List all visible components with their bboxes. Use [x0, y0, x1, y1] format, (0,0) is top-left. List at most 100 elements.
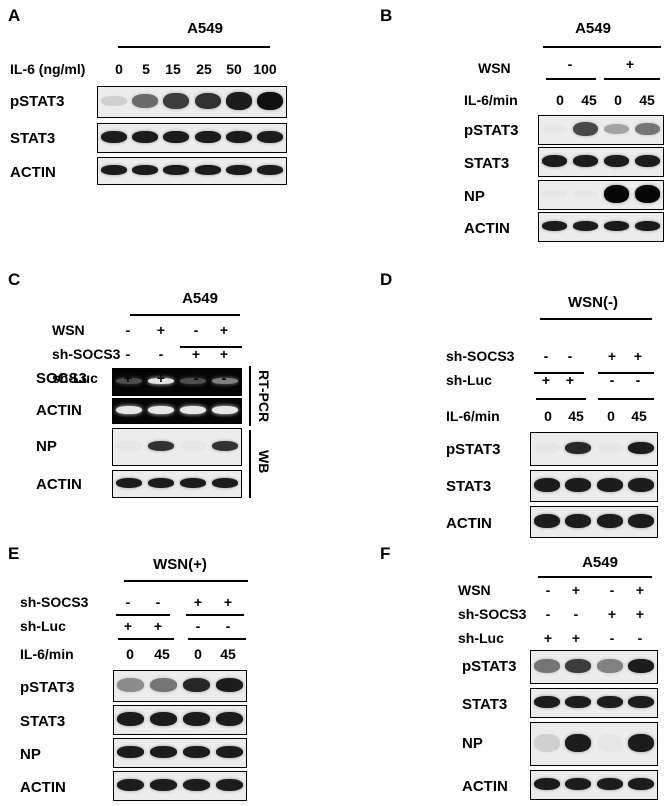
blotE1-band-2 [149, 678, 178, 692]
panel-label-b: B [380, 6, 393, 25]
panel-c-blot-actin [112, 470, 242, 498]
blotB1-band-3 [603, 123, 630, 135]
blotB2-band-3 [603, 155, 630, 167]
blotB1-band-2 [572, 121, 599, 137]
panel-c-wb-label: WB [256, 450, 272, 474]
panel-d-time-1: 0 [544, 408, 552, 424]
panel-a-cell-line-bar [118, 46, 270, 48]
blotE4-band-1 [116, 779, 145, 791]
panel-a-blot-stat3 [97, 123, 287, 153]
blotD3-band-3 [596, 514, 623, 528]
panel-e-sign-2-1: + [123, 618, 133, 634]
panel-c-shsocs3-bar [180, 346, 242, 348]
blotC1-band-4 [211, 378, 239, 384]
panel-c-blot-np [112, 428, 242, 466]
blotD3-band-1 [533, 514, 560, 528]
panel-c-sign-1-1: - [125, 322, 131, 338]
conc-0: 0 [115, 61, 123, 77]
blotF4-band-4 [628, 778, 655, 790]
panel-b-row-pstat3: pSTAT3 [464, 122, 519, 139]
panel-c-row-socs3: SOCS3 [36, 370, 87, 387]
panel-c-rtpcr-bracket [249, 366, 251, 426]
blotA3-band-3 [163, 165, 190, 175]
panel-b-time-label: IL-6/min [464, 92, 518, 108]
conc-25: 25 [196, 61, 212, 77]
panel-c-cell-line: A549 [182, 290, 218, 307]
panel-c-sign-3-3: - [193, 370, 199, 386]
panel-d-row-stat3: STAT3 [446, 478, 492, 495]
panel-c-sign-1-2: + [156, 322, 166, 338]
panel-e-sign-2-4: - [225, 618, 231, 634]
panel-c-rtpcr-label: RT-PCR [256, 370, 272, 423]
panel-f-sign-3-2: + [571, 630, 581, 646]
panel-d-sign-1-1: - [543, 348, 549, 364]
panel-f-row-label-3: sh-Luc [458, 630, 504, 646]
panel-e-row-label-1: sh-SOCS3 [20, 594, 89, 610]
panel-e-shsocs3-bar [116, 614, 170, 616]
panel-e-blot-stat3 [113, 705, 247, 735]
panel-c-row-label-3: sh-Luc [52, 370, 98, 386]
panel-f-sign-2-4: + [635, 606, 645, 622]
blotA2-band-1 [100, 131, 127, 143]
blotE2-band-2 [149, 712, 178, 726]
blotF3-band-1 [533, 734, 560, 752]
panel-c-shluc-bar-1 [114, 370, 160, 372]
blotA2-band-6 [257, 131, 284, 143]
blotE4-band-4 [215, 779, 244, 791]
blotA3-band-6 [257, 165, 284, 175]
blotD3-band-2 [565, 514, 592, 528]
panel-e-time-3: 0 [194, 646, 202, 662]
blotB2-band-4 [634, 155, 661, 167]
panel-b-time-1: 0 [556, 92, 564, 108]
blotE2-band-4 [215, 712, 244, 726]
conc-5: 5 [142, 61, 150, 77]
blotC4-band-4 [211, 478, 239, 488]
blotE3-band-4 [215, 746, 244, 758]
blotC1-band-1 [115, 378, 143, 384]
panel-c-row-label-2: sh-SOCS3 [52, 346, 121, 362]
panel-f-blot-pstat3 [530, 650, 658, 684]
panel-f-blot-np [530, 722, 658, 766]
panel-d-sign-2-4: - [635, 372, 641, 388]
blotE1-band-3 [182, 678, 211, 692]
blotC4-band-2 [147, 478, 175, 488]
panel-d-condition-bar [540, 318, 652, 320]
panel-b-time-4: 45 [639, 92, 655, 108]
panel-d-condition: WSN(-) [568, 294, 618, 311]
panel-e-blot-actin [113, 771, 247, 801]
blotD2-band-1 [533, 478, 560, 492]
panel-b-wsn-sign-2: + [625, 56, 635, 72]
blotD1-band-2 [565, 442, 592, 454]
panel-e-sign-1-2: - [155, 594, 161, 610]
panel-c-gel-socs3 [112, 368, 242, 396]
blotD1-band-1 [533, 442, 560, 454]
blotA1-band-5 [226, 92, 252, 110]
panel-b-wsn-sign-1: - [567, 56, 573, 72]
panel-f-cell-line: A549 [582, 554, 618, 571]
panel-f-row-label-2: sh-SOCS3 [458, 606, 527, 622]
panel-a-blot-actin [97, 157, 287, 185]
panel-e-condition-bar [124, 580, 248, 582]
blotF2-band-4 [628, 696, 655, 708]
blotF1-band-1 [533, 659, 560, 673]
blotF2-band-2 [565, 696, 592, 708]
blotE4-band-3 [182, 779, 211, 791]
panel-f-sign-1-1: - [545, 582, 551, 598]
panel-a-cell-line: A549 [187, 20, 223, 37]
panel-d-row-pstat3: pSTAT3 [446, 441, 501, 458]
blotA3-band-4 [194, 165, 221, 175]
blotF1-band-3 [596, 659, 623, 673]
blotD1-band-3 [596, 442, 623, 454]
panel-e-row-label-2: sh-Luc [20, 618, 66, 634]
blotE2-band-1 [116, 712, 145, 726]
blotC2-band-4 [211, 406, 239, 414]
panel-e-sign-2-3: - [195, 618, 201, 634]
blotD3-band-4 [628, 514, 655, 528]
blotB2-band-2 [572, 155, 599, 167]
blotA1-band-1 [100, 96, 127, 106]
blotA1-band-6 [257, 91, 284, 111]
blotB3-band-3 [603, 185, 630, 203]
blotF2-band-3 [596, 696, 623, 708]
panel-a-row-actin: ACTIN [10, 164, 56, 181]
blotA3-band-1 [100, 165, 127, 175]
